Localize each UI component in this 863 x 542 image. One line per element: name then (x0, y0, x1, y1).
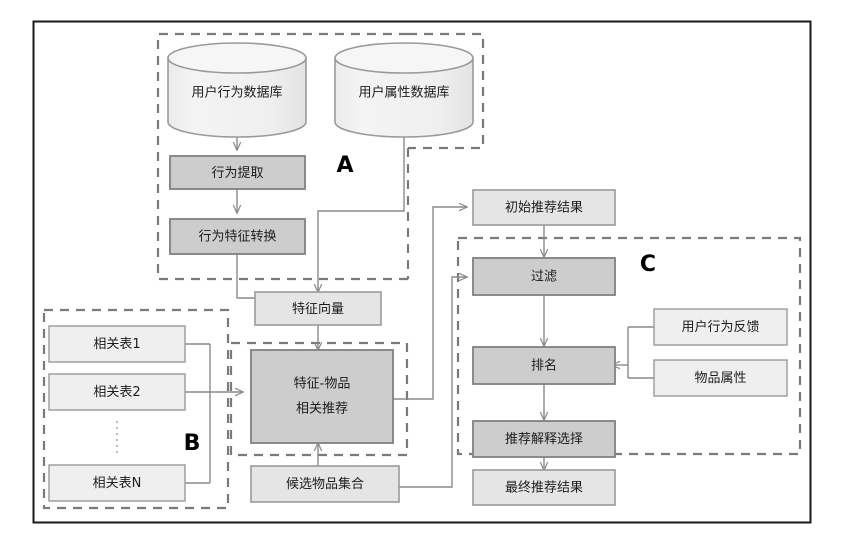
node-db-user-attribute[interactable]: 用户属性数据库 (334, 42, 474, 138)
node-candidate-item-set-label: 候选物品集合 (286, 476, 364, 492)
node-relation-table-1-label: 相关表1 (93, 337, 140, 352)
node-feature-vector-label: 特征向量 (292, 301, 344, 317)
node-candidate-item-set[interactable]: 候选物品集合 (250, 465, 400, 503)
node-db-user-behavior[interactable]: 用户行为数据库 (167, 42, 307, 138)
edge-db-attribute-to-feature-vector (318, 137, 405, 292)
group-c-boundary (456, 236, 802, 456)
node-relation-table-2-label: 相关表2 (93, 385, 140, 400)
node-final-rec-result[interactable]: 最终推荐结果 (472, 469, 616, 506)
node-rec-explanation-select-label: 推荐解释选择 (505, 432, 583, 447)
node-item-attribute-label: 物品属性 (694, 371, 746, 386)
node-ranking[interactable]: 排名 (472, 346, 616, 385)
node-feature-item-recommendation-label-line2: 相关推荐 (296, 402, 348, 417)
node-behavior-feature-transform-label: 行为特征转换 (198, 230, 276, 245)
group-b-boundary (42, 308, 230, 510)
node-behavior-extract-label: 行为提取 (211, 165, 263, 181)
node-relation-table-1[interactable]: 相关表1 (48, 325, 186, 363)
node-relation-table-2[interactable]: 相关表2 (48, 373, 186, 411)
node-relation-table-n[interactable]: 相关表N (48, 464, 186, 502)
node-behavior-extract[interactable]: 行为提取 (169, 155, 306, 190)
node-initial-rec-result-label: 初始推荐结果 (505, 201, 583, 216)
node-feature-item-recommendation[interactable]: 特征-物品 相关推荐 (250, 349, 394, 444)
node-db-user-behavior-label: 用户行为数据库 (191, 85, 282, 101)
node-final-rec-result-label: 最终推荐结果 (505, 480, 583, 496)
node-filter[interactable]: 过滤 (472, 257, 616, 296)
node-relation-table-n-label: 相关表N (93, 476, 142, 491)
group-label-b: B (184, 431, 201, 456)
node-rec-explanation-select[interactable]: 推荐解释选择 (472, 420, 616, 458)
node-item-attribute[interactable]: 物品属性 (653, 359, 788, 397)
node-ranking-label: 排名 (531, 358, 557, 374)
node-user-behavior-feedback-label: 用户行为反馈 (681, 319, 759, 335)
node-behavior-feature-transform[interactable]: 行为特征转换 (169, 218, 306, 255)
group-label-c: C (640, 252, 656, 277)
node-db-user-attribute-label: 用户属性数据库 (358, 85, 449, 101)
node-user-behavior-feedback[interactable]: 用户行为反馈 (653, 308, 788, 346)
node-filter-label: 过滤 (531, 270, 557, 285)
edge-candidate-to-filter (399, 277, 467, 488)
node-initial-rec-result[interactable]: 初始推荐结果 (472, 189, 616, 226)
node-feature-item-recommendation-label-line1: 特征-物品 (294, 377, 351, 392)
edge-rec-to-initial-result (393, 207, 467, 400)
group-a-boundary (156, 32, 485, 281)
node-feature-vector[interactable]: 特征向量 (254, 291, 382, 326)
group-label-a: A (336, 153, 353, 178)
